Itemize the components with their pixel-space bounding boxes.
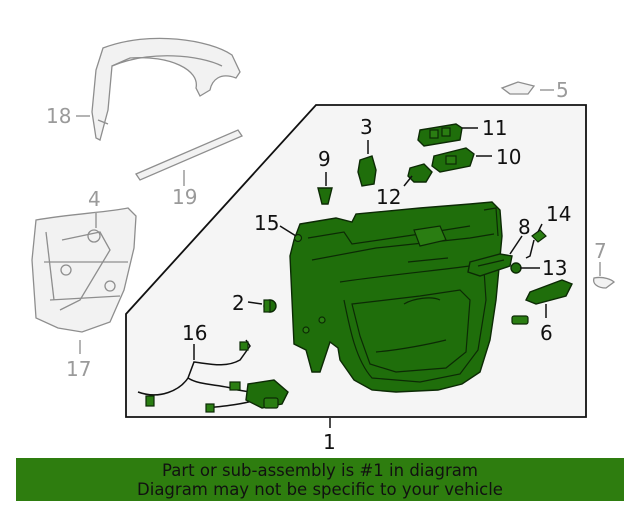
part-13-clip[interactable] (510, 262, 522, 274)
callout-14: 14 (546, 202, 571, 226)
part-19-belt-molding[interactable] (135, 129, 243, 181)
callout-11: 11 (482, 116, 507, 140)
banner-line-2: Diagram may not be specific to your vehi… (137, 480, 503, 499)
part-10-switch[interactable] (431, 147, 475, 173)
callout-5: 5 (556, 78, 569, 102)
leader-lines (76, 89, 601, 428)
part-11-switch[interactable] (417, 123, 463, 147)
callout-18: 18 (46, 104, 71, 128)
callout-8: 8 (518, 215, 531, 239)
part-18-door-frame-molding[interactable] (91, 37, 241, 141)
callout-1: 1 (323, 430, 336, 454)
callout-7: 7 (594, 239, 607, 263)
part-3-clip[interactable] (357, 155, 377, 187)
callout-9: 9 (318, 147, 331, 171)
part-6-switch-panel[interactable] (511, 279, 573, 325)
part-5-clip[interactable] (500, 81, 536, 95)
part-7-trim-cap[interactable] (592, 276, 615, 289)
part-8-door-handle-bezel[interactable] (467, 253, 513, 277)
callout-15: 15 (254, 211, 279, 235)
part-12-connector[interactable] (407, 163, 433, 183)
part-15-door-trim-panel[interactable] (289, 201, 503, 393)
callout-13: 13 (542, 256, 567, 280)
callout-17: 17 (66, 357, 91, 381)
callout-4: 4 (88, 187, 101, 211)
callout-3: 3 (360, 115, 373, 139)
part-16-wiring-harness[interactable] (137, 339, 289, 413)
callout-16: 16 (182, 321, 207, 345)
callout-12: 12 (376, 185, 401, 209)
part-17-window-regulator[interactable] (31, 207, 137, 333)
part-14-wire-clip[interactable] (525, 229, 547, 259)
part-2-push-pin[interactable] (263, 299, 277, 313)
banner-line-1: Part or sub-assembly is #1 in diagram (162, 461, 478, 480)
callout-10: 10 (496, 145, 521, 169)
callout-6: 6 (540, 321, 553, 345)
part-9-retainer[interactable] (317, 187, 333, 205)
callout-19: 19 (172, 185, 197, 209)
info-banner: Part or sub-assembly is #1 in diagram Di… (16, 458, 624, 501)
callout-2: 2 (232, 291, 245, 315)
